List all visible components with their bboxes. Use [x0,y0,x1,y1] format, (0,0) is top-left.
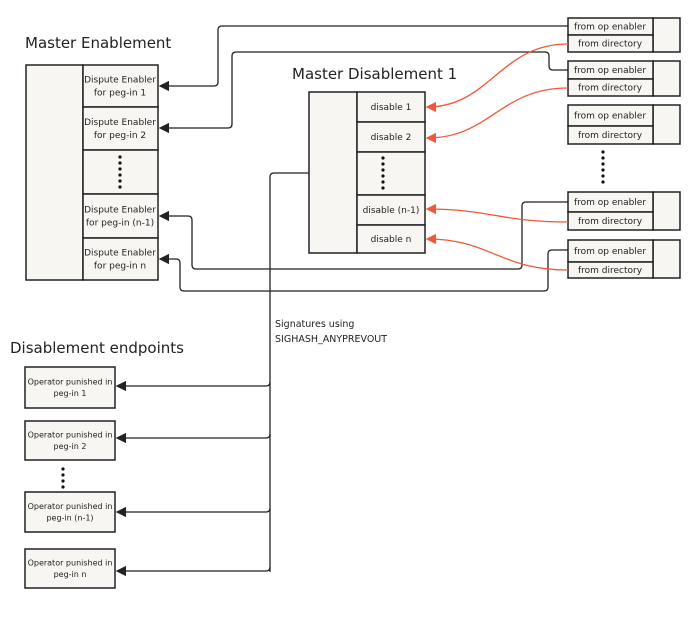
dispute-enabler-cell [82,237,159,281]
directory-arrow [425,203,569,223]
from-directory-cell [567,125,654,145]
ellipsis-dots [118,167,122,171]
signature-arrow [115,506,271,518]
dispute-enabler-label: Dispute Enabler [84,76,156,86]
source-group-side [652,104,681,145]
dispute-enabler-cell [82,193,159,239]
ellipsis-dots [601,162,605,166]
ellipsis-dots [381,186,385,190]
ellipsis-dots [601,174,605,178]
ellipsis-dots [601,150,605,154]
disable-label: disable 2 [371,133,412,143]
from-directory-label: from directory [578,40,643,50]
ellipsis-dots [381,174,385,178]
dispute-enabler-cell [82,64,159,108]
disablement-endpoints-title: Disablement endpoints [10,339,184,357]
dispute-enabler-label: Dispute Enabler [84,249,156,259]
ellipsis-dots [61,473,65,477]
ellipsis-dots [601,156,605,160]
ellipsis-dots [118,185,122,189]
ellipsis-dots [601,180,605,184]
from-directory-label: from directory [578,217,643,227]
operator-punished-box [24,548,116,589]
signature-note: SIGHASH_ANYPREVOUT [275,334,387,345]
source-group-side [652,191,681,231]
directory-arrow [425,233,569,271]
from-directory-label: from directory [578,84,643,94]
from-op-enabler-label: from op enabler [574,112,646,122]
operator-punished-label: peg-in 2 [54,442,87,451]
signature-arrow [115,565,271,577]
operator-punished-label: Operator punished in [28,559,113,568]
signature-arrow [115,380,271,392]
ellipsis-dots [381,162,385,166]
directory-arrow [425,87,569,144]
source-group-side [652,17,681,53]
op-enabler-arrow [158,51,568,134]
dispute-enabler-label: Dispute Enabler [84,206,156,216]
dispute-enabler-label: for peg-in n [94,262,146,272]
ellipsis-dots [61,485,65,489]
operator-punished-box [24,491,116,533]
signature-note: Signatures using [275,319,354,330]
operator-punished-label: Operator punished in [28,431,113,440]
dispute-enabler-label: Dispute Enabler [84,118,156,128]
from-directory-label: from directory [578,131,643,141]
operator-punished-label: peg-in (n-1) [46,514,93,523]
disable-dots-cell [356,151,426,196]
directory-arrow [425,43,569,113]
from-op-enabler-label: from op enabler [574,247,646,257]
from-directory-label: from directory [578,266,643,276]
dispute-enabler-label: for peg-in 2 [94,131,146,141]
master-disablement-box [308,91,358,254]
ellipsis-dots [61,479,65,483]
op-enabler-arrow [158,201,568,270]
dispute-enabler-label: for peg-in 1 [94,89,146,99]
from-op-enabler-label: from op enabler [574,66,646,76]
ellipsis-dots [601,168,605,172]
signature-arrow [115,432,271,444]
disable-label: disable n [371,235,412,245]
op-enabler-arrow [158,25,568,92]
ellipsis-dots [381,180,385,184]
master-enablement-title: Master Enablement [25,34,171,52]
dispute-enabler-label: for peg-in (n-1) [86,219,154,229]
ellipsis-dots [118,173,122,177]
dispute-enabler-cell [82,106,159,151]
operator-punished-label: Operator punished in [28,378,113,387]
from-op-enabler-label: from op enabler [574,23,646,33]
operator-punished-box [24,366,116,409]
master-disablement-title: Master Disablement 1 [292,65,457,83]
operator-punished-label: peg-in n [54,570,87,579]
signature-trunk [269,172,309,572]
disable-cell [356,224,426,254]
ellipsis-dots [118,179,122,183]
source-group-side [652,60,681,97]
ellipsis-dots [381,156,385,160]
source-group-side [652,239,681,279]
master-enablement-box [25,64,84,281]
ellipsis-dots [61,467,65,471]
ellipsis-dots [118,155,122,159]
operator-punished-box [24,420,116,461]
disable-label: disable 1 [371,103,412,113]
ellipsis-dots [118,161,122,165]
from-directory-cell [567,211,654,231]
operator-punished-label: peg-in 1 [54,389,87,398]
operator-punished-label: Operator punished in [28,502,113,511]
from-op-enabler-label: from op enabler [574,198,646,208]
disable-label: disable (n-1) [363,206,420,216]
op-enabler-arrow [158,249,568,292]
disable-cell [356,194,426,226]
ellipsis-dots [381,168,385,172]
